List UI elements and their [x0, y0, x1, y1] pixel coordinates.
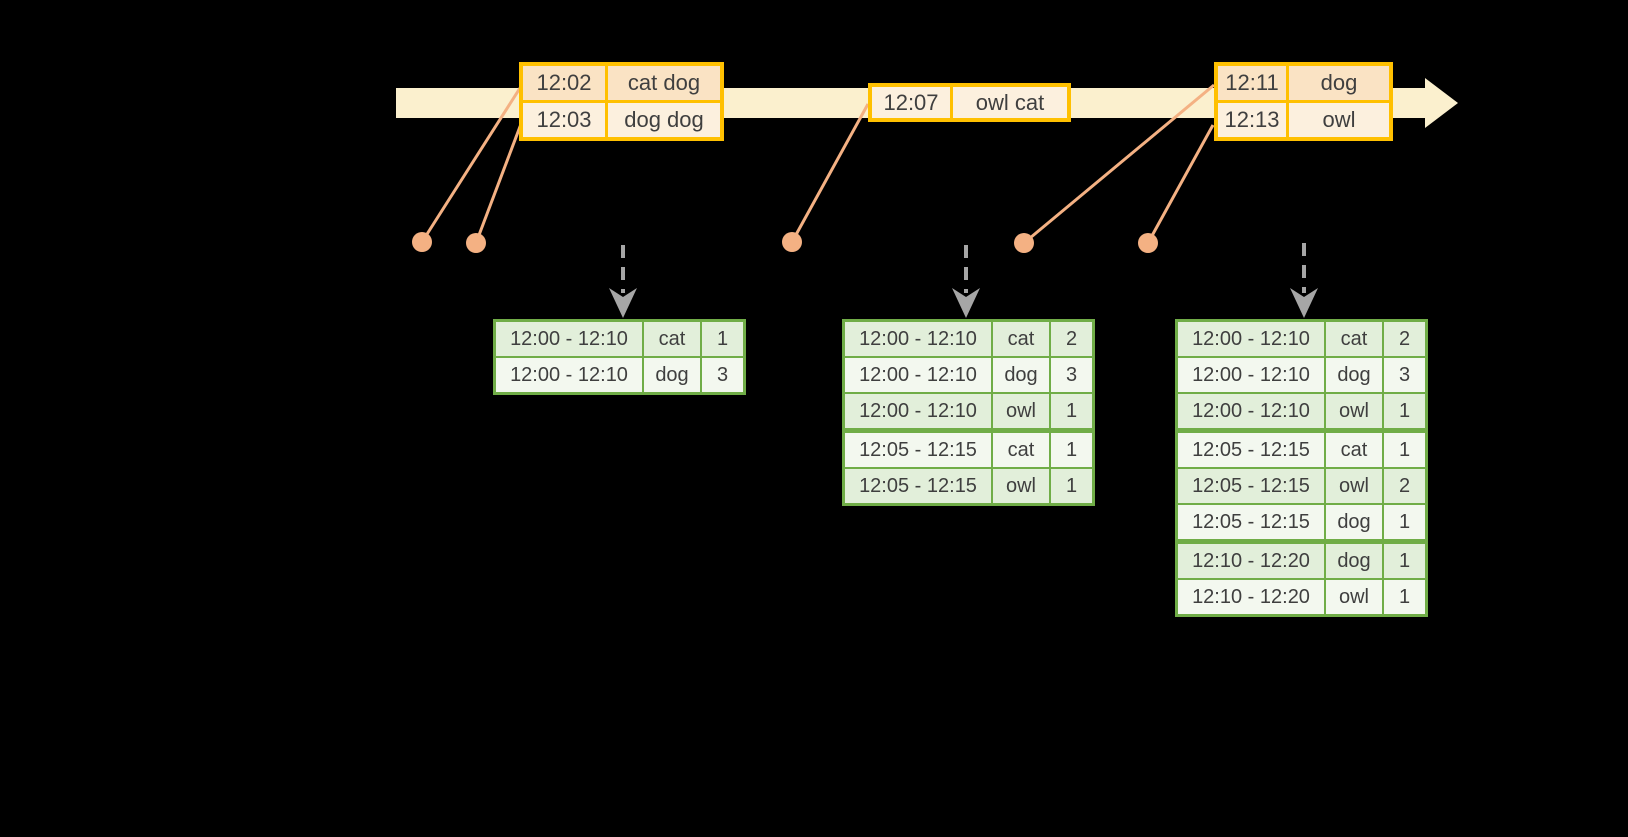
- count-cell: 1: [1049, 392, 1095, 432]
- word-cell: owl: [1324, 467, 1384, 505]
- trigger-arrow-lines: [621, 243, 1306, 293]
- event-table-2: 12:07 owl cat: [868, 83, 1071, 122]
- word-cell: owl: [1324, 578, 1384, 617]
- trigger-arrowheads: [609, 288, 1318, 318]
- event-row: 12:07 owl cat: [868, 83, 1071, 122]
- result-row: 12:00 - 12:10 owl 1: [1175, 392, 1428, 432]
- count-cell: 3: [1382, 356, 1428, 394]
- connector-line: [1146, 124, 1215, 244]
- window-cell: 12:00 - 12:10: [842, 319, 993, 358]
- result-row: 12:00 - 12:10 cat 2: [842, 319, 1095, 358]
- event-time-cell: 12:02: [519, 62, 608, 103]
- event-row: 12:03 dog dog: [519, 100, 724, 141]
- count-cell: 2: [1049, 319, 1095, 358]
- result-row: 12:10 - 12:20 owl 1: [1175, 578, 1428, 617]
- window-cell: 12:05 - 12:15: [842, 467, 993, 506]
- word-cell: dog: [1324, 503, 1384, 543]
- word-cell: dog: [991, 356, 1051, 394]
- window-cell: 12:00 - 12:10: [842, 392, 993, 432]
- result-row: 12:10 - 12:20 dog 1: [1175, 539, 1428, 580]
- connector-line: [420, 87, 522, 243]
- window-cell: 12:00 - 12:10: [493, 319, 644, 358]
- event-dot: [466, 233, 486, 253]
- count-cell: 1: [1049, 467, 1095, 506]
- event-words-cell: owl: [1286, 100, 1393, 141]
- window-cell: 12:10 - 12:20: [1175, 578, 1326, 617]
- event-dot: [412, 232, 432, 252]
- count-cell: 1: [1382, 503, 1428, 543]
- event-words-cell: dog dog: [605, 100, 724, 141]
- result-row: 12:05 - 12:15 cat 1: [1175, 428, 1428, 469]
- result-table-3: 12:00 - 12:10 cat 2 12:00 - 12:10 dog 3 …: [1175, 319, 1428, 617]
- word-cell: owl: [1324, 392, 1384, 432]
- event-dot: [1014, 233, 1034, 253]
- result-row: 12:00 - 12:10 dog 3: [1175, 356, 1428, 394]
- window-cell: 12:05 - 12:15: [1175, 503, 1326, 543]
- window-cell: 12:00 - 12:10: [493, 356, 644, 395]
- result-row: 12:05 - 12:15 owl 1: [842, 467, 1095, 506]
- event-table-1: 12:02 cat dog 12:03 dog dog: [519, 62, 724, 141]
- connector-line: [1023, 83, 1215, 245]
- count-cell: 3: [700, 356, 746, 395]
- event-row: 12:11 dog: [1214, 62, 1393, 103]
- word-cell: owl: [991, 467, 1051, 506]
- window-cell: 12:05 - 12:15: [1175, 428, 1326, 469]
- count-cell: 1: [1382, 428, 1428, 469]
- word-cell: cat: [1324, 428, 1384, 469]
- connector-line: [790, 103, 870, 243]
- count-cell: 2: [1382, 319, 1428, 358]
- count-cell: 1: [1382, 392, 1428, 432]
- event-time-cell: 12:13: [1214, 100, 1289, 141]
- count-cell: 3: [1049, 356, 1095, 394]
- event-dot: [1138, 233, 1158, 253]
- result-table-2: 12:00 - 12:10 cat 2 12:00 - 12:10 dog 3 …: [842, 319, 1095, 506]
- result-row: 12:00 - 12:10 dog 3: [842, 356, 1095, 394]
- result-row: 12:05 - 12:15 dog 1: [1175, 503, 1428, 543]
- count-cell: 1: [1382, 578, 1428, 617]
- event-row: 12:13 owl: [1214, 100, 1393, 141]
- window-cell: 12:05 - 12:15: [842, 428, 993, 469]
- word-cell: cat: [642, 319, 702, 358]
- timeline-arrowhead-icon: [1425, 78, 1458, 128]
- window-cell: 12:00 - 12:10: [842, 356, 993, 394]
- event-time-cell: 12:07: [868, 83, 953, 122]
- event-words-cell: cat dog: [605, 62, 724, 103]
- word-cell: cat: [991, 319, 1051, 358]
- count-cell: 1: [700, 319, 746, 358]
- event-dot: [782, 232, 802, 252]
- window-cell: 12:00 - 12:10: [1175, 392, 1326, 432]
- event-time-cell: 12:03: [519, 100, 608, 141]
- connector-line: [474, 123, 523, 244]
- event-time-cell: 12:11: [1214, 62, 1289, 103]
- window-cell: 12:00 - 12:10: [1175, 356, 1326, 394]
- result-row: 12:00 - 12:10 dog 3: [493, 356, 746, 395]
- result-row: 12:05 - 12:15 owl 2: [1175, 467, 1428, 505]
- count-cell: 1: [1382, 539, 1428, 580]
- word-cell: dog: [1324, 539, 1384, 580]
- event-dots: [412, 232, 1158, 253]
- word-cell: dog: [1324, 356, 1384, 394]
- word-cell: cat: [1324, 319, 1384, 358]
- event-table-3: 12:11 dog 12:13 owl: [1214, 62, 1393, 141]
- count-cell: 1: [1049, 428, 1095, 469]
- trigger-down-arrowhead-icon: [952, 288, 980, 318]
- result-row: 12:00 - 12:10 cat 1: [493, 319, 746, 358]
- window-cell: 12:00 - 12:10: [1175, 319, 1326, 358]
- event-words-cell: dog: [1286, 62, 1393, 103]
- word-cell: cat: [991, 428, 1051, 469]
- result-row: 12:00 - 12:10 cat 2: [1175, 319, 1428, 358]
- connector-lines: [420, 83, 1215, 245]
- result-row: 12:05 - 12:15 cat 1: [842, 428, 1095, 469]
- result-row: 12:00 - 12:10 owl 1: [842, 392, 1095, 432]
- event-row: 12:02 cat dog: [519, 62, 724, 103]
- window-cell: 12:05 - 12:15: [1175, 467, 1326, 505]
- trigger-down-arrowhead-icon: [1290, 288, 1318, 318]
- event-words-cell: owl cat: [950, 83, 1071, 122]
- count-cell: 2: [1382, 467, 1428, 505]
- result-table-1: 12:00 - 12:10 cat 1 12:00 - 12:10 dog 3: [493, 319, 746, 395]
- word-cell: owl: [991, 392, 1051, 432]
- word-cell: dog: [642, 356, 702, 395]
- window-cell: 12:10 - 12:20: [1175, 539, 1326, 580]
- trigger-down-arrowhead-icon: [609, 288, 637, 318]
